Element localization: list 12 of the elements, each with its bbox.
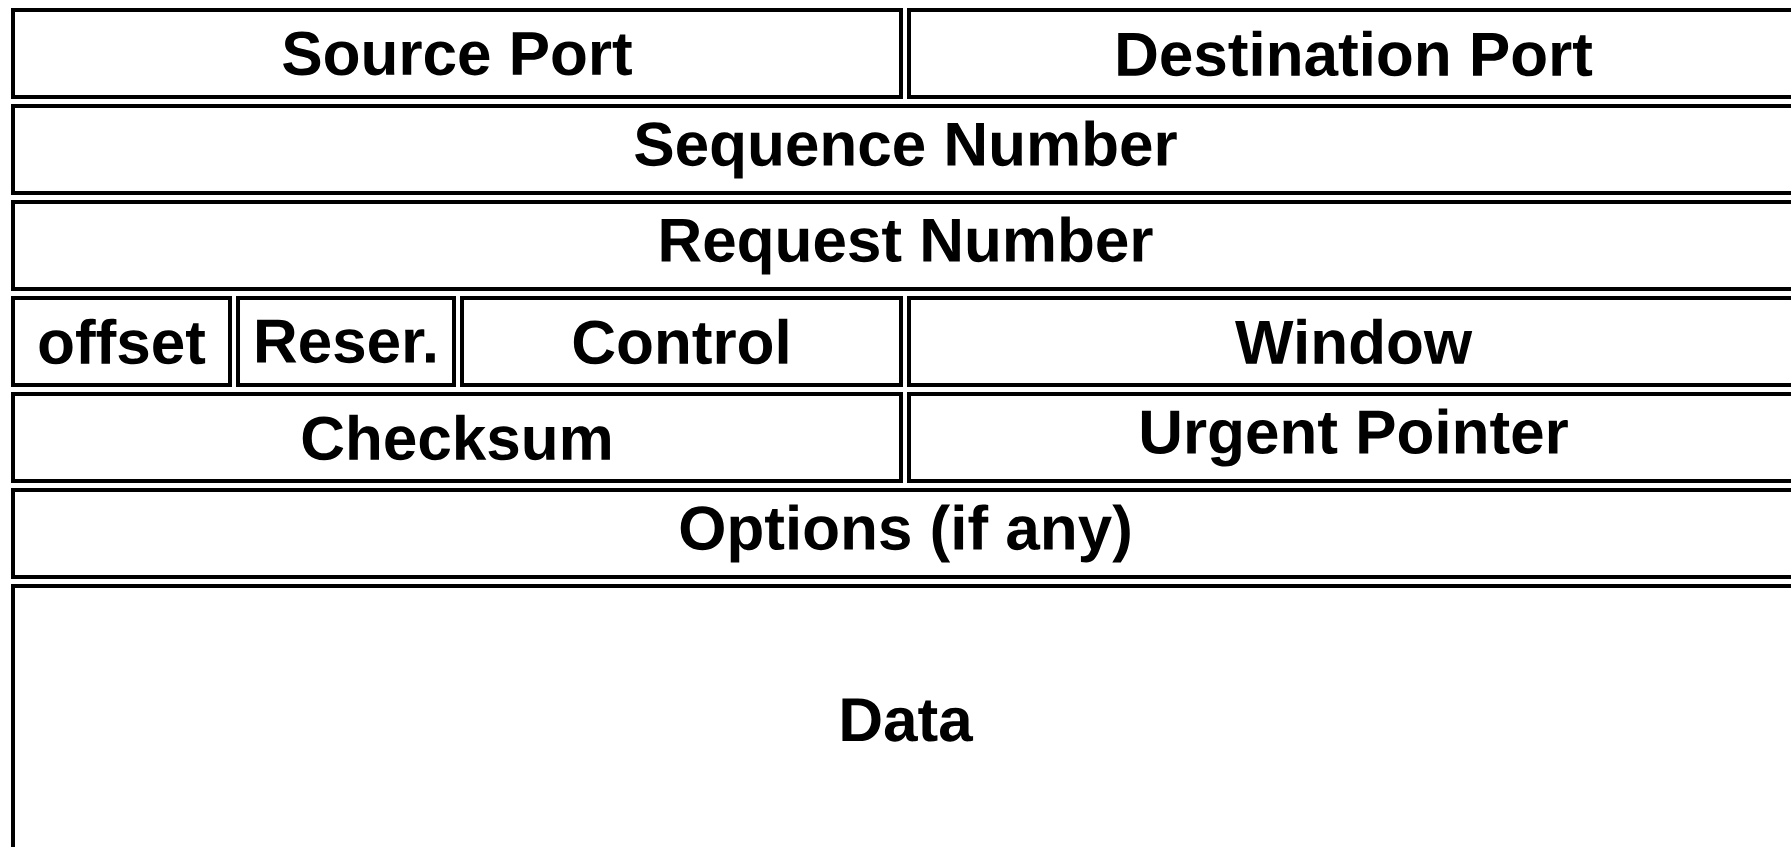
field-box: Destination Port — [907, 8, 1791, 99]
field-box: Sequence Number — [11, 104, 1791, 195]
field-box: Source Port — [11, 8, 903, 99]
field-box: Data — [11, 584, 1791, 847]
field-box: Urgent Pointer — [907, 392, 1791, 483]
field-box: offset — [11, 296, 232, 387]
field-box: Request Number — [11, 200, 1791, 291]
field-box: Window — [907, 296, 1791, 387]
field-box: Options (if any) — [11, 488, 1791, 579]
field-box: Reser. — [236, 296, 456, 387]
field-box: Checksum — [11, 392, 903, 483]
field-box: Control — [460, 296, 903, 387]
